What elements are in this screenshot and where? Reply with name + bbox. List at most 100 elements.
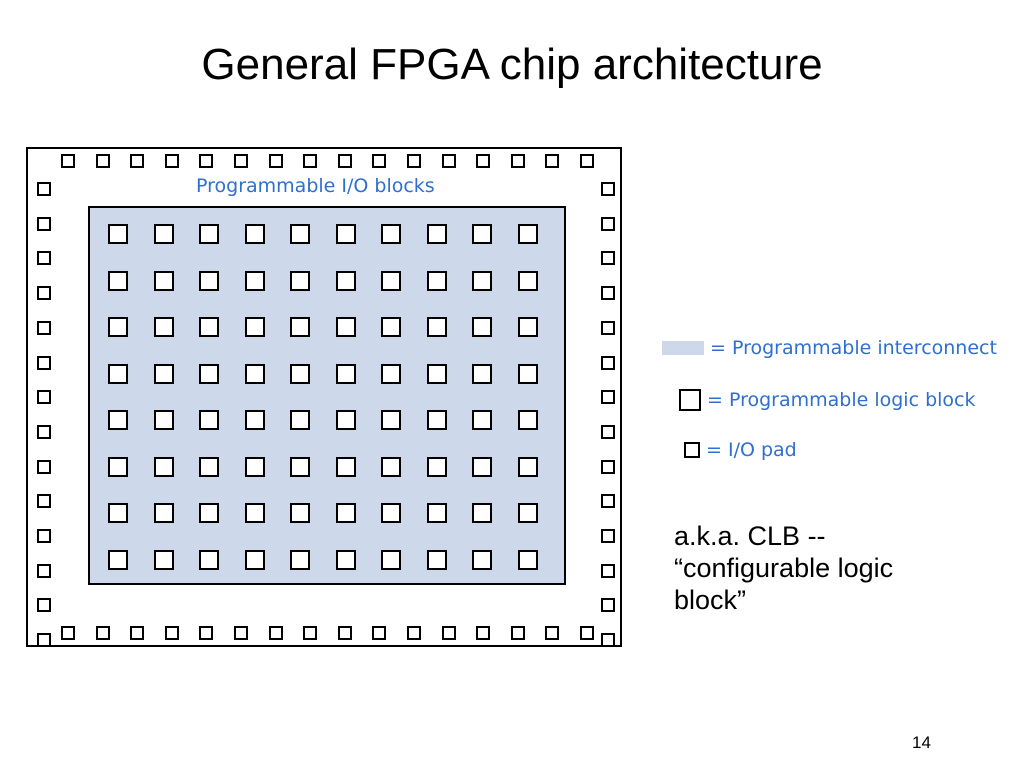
logic-block xyxy=(335,503,356,523)
logic-block xyxy=(472,503,492,523)
logic-block xyxy=(108,224,128,244)
logic-block xyxy=(472,224,492,244)
logic-block xyxy=(472,456,492,477)
logic-block xyxy=(108,549,128,570)
logic-block xyxy=(199,363,219,384)
logic-block xyxy=(517,317,538,337)
logic-block xyxy=(108,317,128,337)
logic-block xyxy=(335,317,356,337)
logic-block xyxy=(335,363,356,384)
logic-block xyxy=(153,549,174,570)
logic-block xyxy=(472,270,492,291)
logic-block xyxy=(335,224,356,244)
io-pad xyxy=(199,626,214,640)
logic-block xyxy=(381,270,401,291)
io-pad xyxy=(601,286,615,301)
io-pad xyxy=(130,154,145,168)
io-pad xyxy=(372,154,387,168)
logic-block xyxy=(153,317,174,337)
io-pad xyxy=(601,251,615,266)
logic-block xyxy=(335,456,356,477)
io-pad xyxy=(268,154,283,168)
clb-note-line-1: a.k.a. CLB -- xyxy=(674,521,826,551)
legend-logic-block-label: = Programmable logic block xyxy=(707,389,976,411)
io-pad xyxy=(95,626,110,640)
logic-block xyxy=(517,456,538,477)
io-pad xyxy=(234,626,248,640)
io-pad xyxy=(268,626,283,640)
logic-block xyxy=(517,224,538,244)
io-pad xyxy=(601,216,615,231)
logic-block xyxy=(244,549,265,570)
slide-title: General FPGA chip architecture xyxy=(201,40,823,89)
io-pad xyxy=(476,626,491,640)
logic-block xyxy=(381,503,401,523)
logic-block xyxy=(199,224,219,244)
clb-note: a.k.a. CLB -- “configurable logic block” xyxy=(674,520,974,616)
io-pad xyxy=(601,598,615,613)
logic-block xyxy=(244,270,265,291)
logic-block xyxy=(153,456,174,477)
io-pad xyxy=(545,626,560,640)
io-pad xyxy=(601,390,615,405)
logic-block xyxy=(290,363,310,384)
io-pad xyxy=(407,626,421,640)
io-pad xyxy=(37,355,51,370)
io-pad xyxy=(61,626,75,640)
logic-block xyxy=(199,410,219,430)
logic-block xyxy=(290,317,310,337)
logic-block xyxy=(244,317,265,337)
io-pad xyxy=(95,154,110,168)
io-blocks-label: Programmable I/O blocks xyxy=(196,175,435,197)
io-pad xyxy=(510,154,525,168)
io-pad xyxy=(130,626,145,640)
logic-block xyxy=(517,270,538,291)
logic-block xyxy=(108,270,128,291)
logic-block xyxy=(381,410,401,430)
io-pad xyxy=(580,154,594,168)
io-pad xyxy=(37,182,51,196)
io-pad xyxy=(37,529,51,543)
legend-interconnect: = Programmable interconnect xyxy=(662,335,997,361)
logic-block xyxy=(472,549,492,570)
io-pad xyxy=(372,626,387,640)
logic-block xyxy=(381,549,401,570)
io-pad xyxy=(37,563,51,578)
logic-block xyxy=(381,224,401,244)
logic-block xyxy=(199,270,219,291)
logic-block xyxy=(426,549,447,570)
io-pad xyxy=(37,390,51,405)
logic-block xyxy=(472,410,492,430)
io-pad xyxy=(337,154,352,168)
io-pad xyxy=(601,633,615,648)
io-pad xyxy=(37,424,51,439)
io-pad xyxy=(37,320,51,335)
logic-block xyxy=(244,224,265,244)
io-pad xyxy=(37,494,51,509)
logic-block xyxy=(199,456,219,477)
logic-block xyxy=(517,363,538,384)
logic-block xyxy=(472,363,492,384)
io-pad xyxy=(601,459,615,474)
programmable-interconnect-area xyxy=(88,206,566,585)
io-pad xyxy=(601,424,615,439)
io-pad xyxy=(37,598,51,613)
logic-block xyxy=(335,410,356,430)
logic-block xyxy=(426,317,447,337)
logic-block xyxy=(199,549,219,570)
logic-block xyxy=(426,410,447,430)
logic-block xyxy=(472,317,492,337)
clb-note-line-2: “configurable logic xyxy=(674,553,894,583)
io-pad xyxy=(601,494,615,509)
legend-logic-block: = Programmable logic block xyxy=(662,387,976,413)
io-pad xyxy=(601,529,615,543)
logic-block xyxy=(153,410,174,430)
logic-block xyxy=(108,503,128,523)
logic-block xyxy=(199,503,219,523)
logic-block xyxy=(426,456,447,477)
fpga-chip: Programmable I/O blocks xyxy=(26,147,622,648)
logic-block xyxy=(426,503,447,523)
logic-block xyxy=(153,224,174,244)
logic-block xyxy=(153,503,174,523)
logic-block xyxy=(244,363,265,384)
